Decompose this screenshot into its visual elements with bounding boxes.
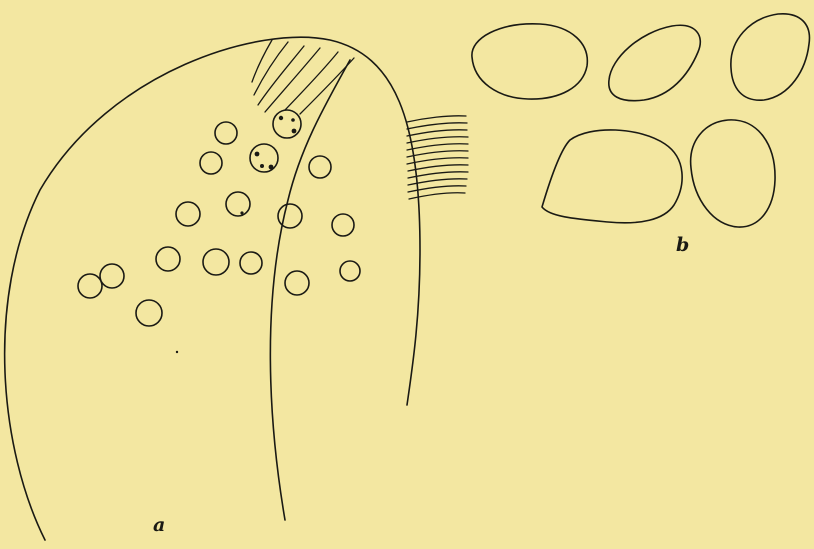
granule bbox=[203, 249, 229, 275]
granule bbox=[285, 271, 309, 295]
granule bbox=[200, 152, 222, 174]
granule bbox=[332, 214, 354, 236]
granule bbox=[240, 252, 262, 274]
granule bbox=[226, 192, 250, 216]
granule bbox=[176, 202, 200, 226]
granule-inclusions bbox=[176, 116, 297, 353]
striations-top bbox=[252, 40, 354, 114]
cell-outline bbox=[691, 120, 775, 227]
granule-dotted bbox=[273, 110, 301, 138]
panel-b-drawing bbox=[472, 14, 810, 227]
granule bbox=[215, 122, 237, 144]
cell-outline bbox=[731, 14, 810, 100]
cell-outer-outline bbox=[5, 37, 420, 540]
cell-inner-boundary bbox=[270, 60, 350, 520]
granules bbox=[78, 110, 360, 326]
granule bbox=[309, 156, 331, 178]
fibre-bundle bbox=[407, 116, 468, 199]
granule bbox=[340, 261, 360, 281]
cell-outline bbox=[472, 24, 587, 99]
panel-a-label: a bbox=[153, 514, 165, 536]
granule bbox=[278, 204, 302, 228]
panel-b-label: b bbox=[676, 234, 689, 256]
granule bbox=[156, 247, 180, 271]
granule bbox=[136, 300, 162, 326]
panel-a-drawing bbox=[5, 37, 468, 540]
granule-dotted bbox=[250, 144, 278, 172]
granule bbox=[100, 264, 124, 288]
cell-outline bbox=[609, 25, 701, 100]
granule bbox=[78, 274, 102, 298]
cell-outline bbox=[542, 130, 682, 223]
